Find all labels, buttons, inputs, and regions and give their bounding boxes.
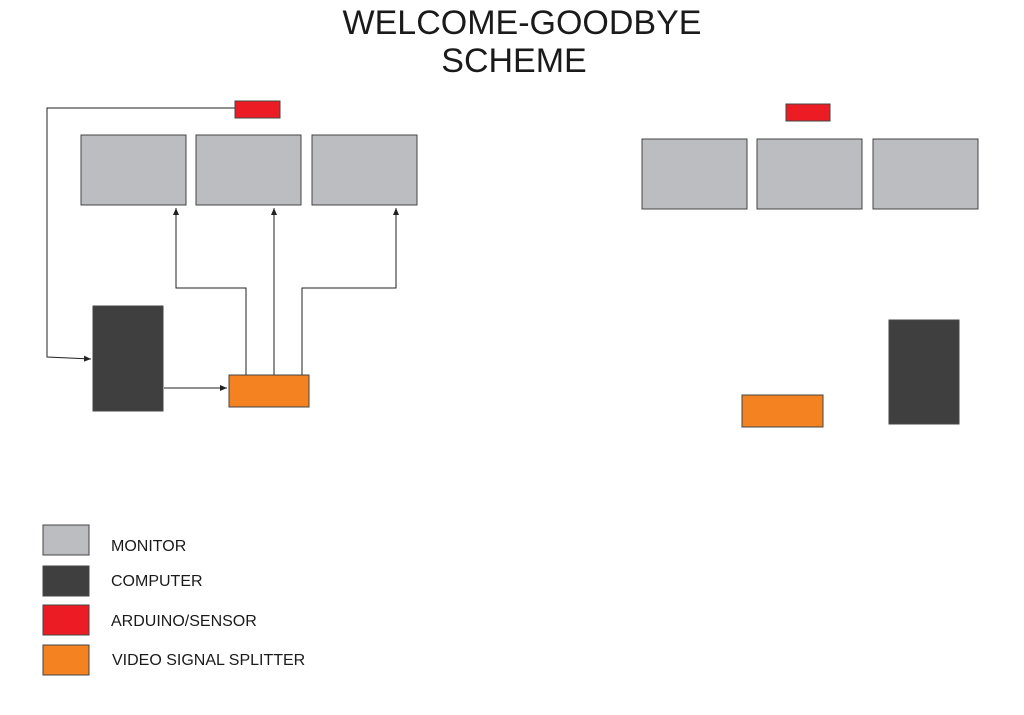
splitter-to-monitor-3-wire bbox=[301, 208, 399, 375]
title-line-2: SCHEME bbox=[441, 42, 586, 80]
title-line-1: WELCOME-GOODBYE bbox=[343, 4, 702, 42]
monitor-left-3 bbox=[311, 134, 418, 206]
left-scheme bbox=[46, 100, 418, 412]
monitor-right-3 bbox=[872, 138, 979, 210]
legend-swatch-computer bbox=[42, 565, 90, 597]
monitor-left-1 bbox=[80, 134, 187, 206]
splitter-left bbox=[228, 374, 310, 408]
monitor-right-2 bbox=[756, 138, 863, 210]
legend: MONITOR COMPUTER ARDUINO/SENSOR VIDEO SI… bbox=[42, 524, 305, 676]
sensor-to-computer-wire bbox=[46, 107, 235, 362]
legend-label-computer: COMPUTER bbox=[111, 573, 203, 590]
legend-swatch-arduino bbox=[42, 604, 90, 636]
monitor-right-1 bbox=[641, 138, 748, 210]
legend-label-splitter: VIDEO SIGNAL SPLITTER bbox=[112, 652, 305, 669]
right-scheme bbox=[641, 103, 979, 428]
legend-swatch-splitter bbox=[42, 644, 90, 676]
arduino-sensor-left bbox=[234, 100, 281, 119]
splitter-to-monitor-1-wire bbox=[173, 208, 247, 375]
splitter-right bbox=[741, 394, 824, 428]
arduino-sensor-right bbox=[785, 103, 831, 122]
legend-label-arduino: ARDUINO/SENSOR bbox=[111, 613, 257, 630]
computer-right bbox=[888, 319, 960, 425]
computer-left bbox=[92, 305, 164, 412]
legend-label-monitor: MONITOR bbox=[111, 538, 186, 555]
legend-swatch-monitor bbox=[42, 524, 90, 556]
monitor-left-2 bbox=[195, 134, 302, 206]
